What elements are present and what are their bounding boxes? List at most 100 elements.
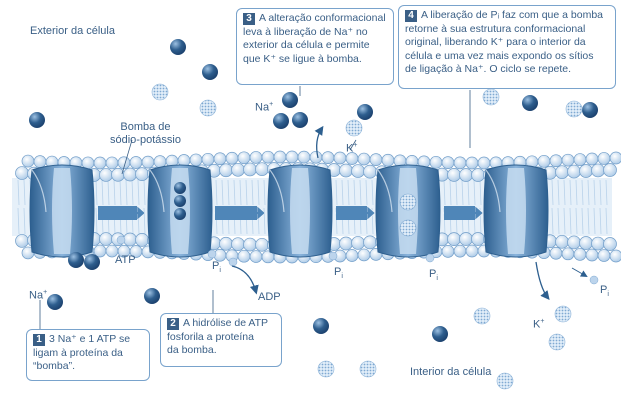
- potassium-ion: [346, 120, 362, 136]
- phospholipid-head: [226, 152, 238, 164]
- phospholipid-head: [472, 168, 485, 181]
- sodium-ion: [522, 95, 538, 111]
- phospholipid-head: [460, 233, 473, 246]
- step-3-number: 3: [243, 13, 255, 25]
- phospholipid-head: [346, 249, 358, 261]
- step-1-line: 3 Na⁺ e 1 ATP se: [49, 333, 130, 345]
- phospholipid-head: [604, 238, 617, 251]
- phospholipid-head: [550, 247, 562, 259]
- phosphate-dot: [329, 252, 337, 260]
- phospholipid-head: [250, 251, 262, 263]
- phospholipid-head: [250, 151, 262, 163]
- potassium-ion: [555, 306, 571, 322]
- phospholipid-head: [220, 237, 233, 250]
- phospholipid-head: [340, 164, 353, 177]
- phospholipid-head: [130, 156, 142, 168]
- cycle-arrow-body: [336, 206, 367, 220]
- potassium-ion: [200, 100, 216, 116]
- sodium-label-bottom: Na+: [29, 286, 47, 303]
- potassium-ion: [360, 361, 376, 377]
- phospholipid-head: [364, 165, 377, 178]
- phospholipid-head: [358, 153, 370, 165]
- phospholipid-head: [610, 152, 621, 164]
- phosphate-release-arrow: [572, 268, 586, 276]
- sodium-ion: [170, 39, 186, 55]
- step-3-line: que K⁺ se ligue à bomba.: [243, 53, 387, 67]
- sodium-label-top: Na+: [255, 98, 273, 115]
- sodium-ion: [84, 254, 100, 270]
- potassium-ion: [474, 308, 490, 324]
- phospholipid-head: [124, 168, 137, 181]
- cycle-arrow-body: [98, 206, 137, 220]
- phospholipid-head: [124, 233, 137, 246]
- step-4-line: original, liberando K⁺ para o interior d…: [405, 36, 609, 50]
- sodium-ion: [357, 104, 373, 120]
- phospholipid-head: [16, 234, 29, 247]
- phospholipid-head: [274, 151, 286, 163]
- potassium-ion: [566, 101, 582, 117]
- phospholipid-head: [448, 168, 461, 181]
- potassium-label-top: K+: [346, 139, 357, 156]
- sodium-ion: [29, 112, 45, 128]
- phospholipid-head: [256, 238, 269, 251]
- phosphate-label-5: Pi: [600, 284, 609, 301]
- interior-label: Interior da célula: [410, 366, 491, 379]
- phospholipid-head: [34, 156, 46, 168]
- phospholipid-head: [448, 233, 461, 246]
- phosphate-dot: [117, 236, 125, 244]
- phospholipid-head: [460, 168, 473, 181]
- potassium-ion-bound: [400, 194, 416, 210]
- phospholipid-head: [286, 151, 298, 163]
- phospholipid-head: [340, 237, 353, 250]
- step-4-line: retorne à sua estrutura conformacional: [405, 23, 609, 37]
- phospholipid-head: [592, 164, 605, 177]
- phospholipid-head: [232, 238, 245, 251]
- phospholipid-head: [238, 152, 250, 164]
- phospholipid-head: [256, 163, 269, 176]
- phospholipid-head: [580, 237, 593, 250]
- sodium-ion: [144, 288, 160, 304]
- phospholipid-head: [556, 235, 569, 248]
- step-4-number: 4: [405, 10, 417, 22]
- phospholipid-head: [442, 157, 454, 169]
- phosphate-dot: [590, 276, 598, 284]
- phospholipid-head: [94, 157, 106, 169]
- phosphate-dot: [208, 250, 216, 258]
- potassium-label-bottom: K+: [533, 315, 544, 332]
- phospholipid-head: [478, 157, 490, 169]
- phospholipid-head: [112, 168, 125, 181]
- phospholipid-head: [472, 233, 485, 246]
- phospholipid-head: [454, 245, 466, 257]
- potassium-ion: [318, 361, 334, 377]
- phospholipid-head: [550, 155, 562, 167]
- phospholipid-head: [136, 233, 149, 246]
- phosphate-dot: [426, 254, 434, 262]
- phospholipid-head: [244, 163, 257, 176]
- phospholipid-head: [592, 237, 605, 250]
- phospholipid-head: [442, 245, 454, 257]
- phospholipid-head: [358, 249, 370, 261]
- potassium-ion: [152, 84, 168, 100]
- cycle-arrow-body: [215, 206, 257, 220]
- phospholipid-head: [568, 165, 581, 178]
- phospholipid-head: [454, 157, 466, 169]
- phosphate-dot: [229, 258, 237, 266]
- phospholipid-head: [574, 154, 586, 166]
- sodium-ion: [292, 112, 308, 128]
- phospholipid-head: [334, 152, 346, 164]
- phospholipid-head: [352, 165, 365, 178]
- sodium-ion: [273, 113, 289, 129]
- potassium-ion: [497, 373, 513, 389]
- pump-name-line: Bomba de: [110, 121, 181, 134]
- phospholipid-head: [100, 233, 113, 246]
- phospholipid-head: [604, 163, 617, 176]
- phospholipid-head: [154, 156, 166, 168]
- phospholipid-head: [352, 236, 365, 249]
- step-3-line: exterior da célula e permite: [243, 39, 387, 53]
- phospholipid-head: [562, 248, 574, 260]
- phospholipid-head: [364, 236, 377, 249]
- phospholipid-head: [298, 151, 310, 163]
- phospholipid-head: [220, 164, 233, 177]
- pump-channel: [398, 168, 418, 254]
